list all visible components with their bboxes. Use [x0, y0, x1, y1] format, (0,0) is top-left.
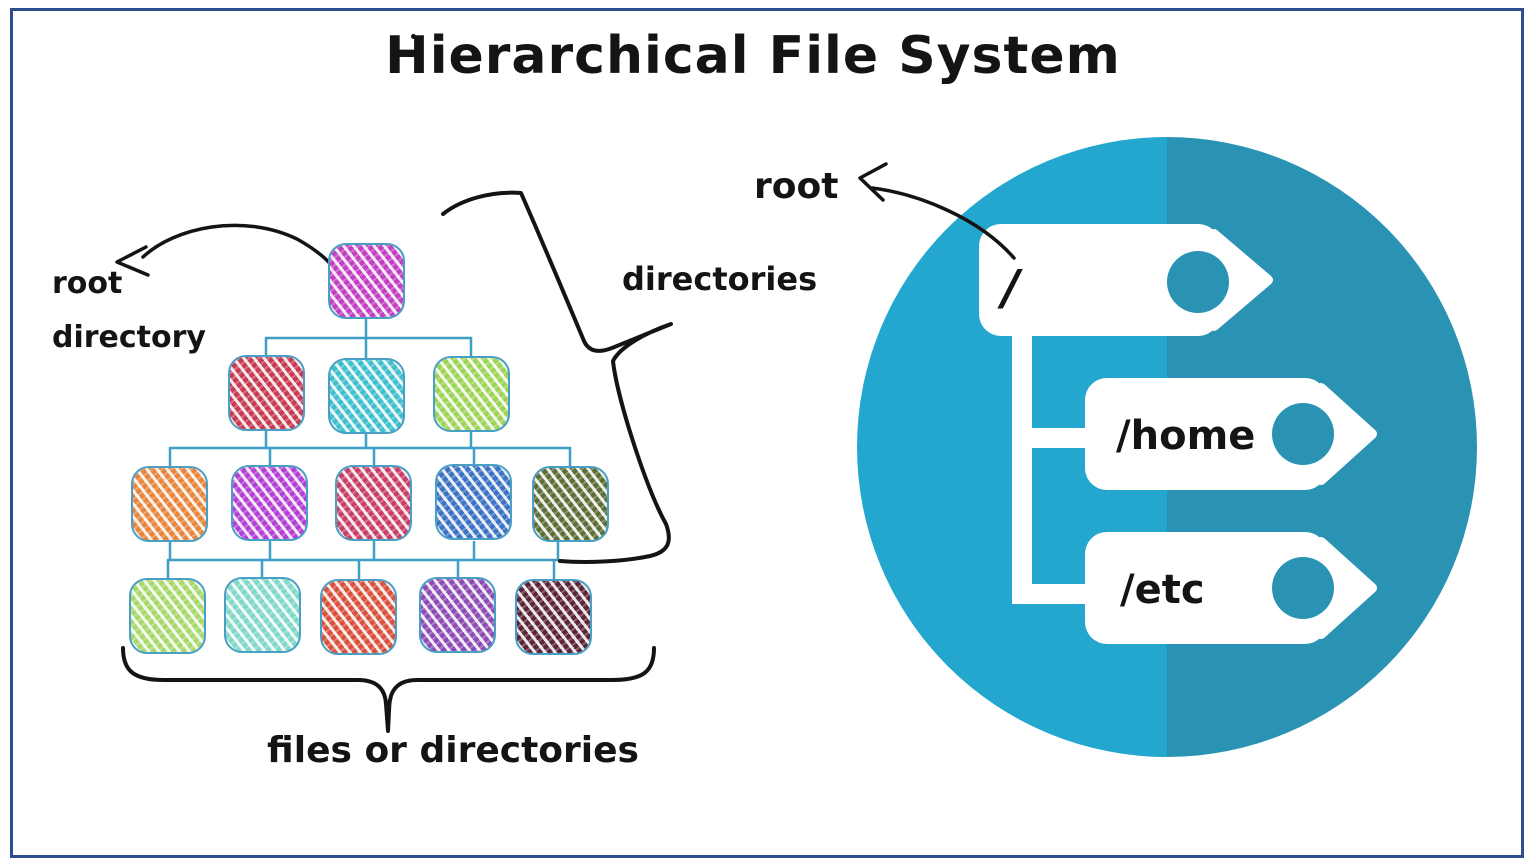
files-or-directories-label: files or directories	[267, 730, 639, 771]
root-directory-label-line1: root	[52, 266, 123, 301]
tag-root: /	[979, 224, 1273, 336]
tree-node-l4-2	[224, 577, 301, 653]
tag-etc-label: /etc	[1120, 567, 1205, 613]
tree-node-l3-3	[335, 465, 412, 541]
root-label-right: root	[754, 166, 839, 207]
root-directory-label-line2: directory	[52, 320, 206, 355]
tree-node-l2-2	[328, 358, 405, 434]
root-arrow-right-shaft	[870, 186, 1016, 260]
files-brace	[121, 646, 656, 733]
tree-node-l3-5	[532, 466, 609, 542]
tree-node-l4-5	[515, 579, 592, 655]
root-directory-arrowhead	[115, 245, 150, 277]
directories-label: directories	[622, 260, 818, 298]
root-directory-arrow-shaft	[141, 223, 335, 269]
root-directory-arrow	[115, 223, 335, 277]
tag-root-label: /	[997, 260, 1023, 316]
tag-etc: /etc	[1085, 532, 1377, 644]
tag-root-hole	[1167, 251, 1229, 313]
tag-home-hole	[1272, 403, 1334, 465]
tree-node-l3-1	[131, 466, 208, 542]
stray-dot-mark	[411, 34, 416, 39]
tag-home-body	[1085, 378, 1327, 490]
tree-node-l2-3	[433, 356, 510, 432]
tree-node-root	[328, 243, 405, 319]
tag-root-body	[979, 224, 1220, 336]
tree-node-l4-1	[129, 578, 206, 654]
tag-etc-hole	[1272, 557, 1334, 619]
page-title: Hierarchical File System	[385, 26, 1121, 86]
tag-branch-home	[1012, 428, 1087, 448]
tree-node-l4-3	[320, 579, 397, 655]
tree-drops-level2	[168, 425, 572, 469]
tag-home: /home	[1085, 378, 1377, 490]
tag-etc-body	[1085, 532, 1327, 644]
root-arrow-right	[858, 162, 1016, 260]
tag-branch-etc	[1012, 584, 1087, 604]
tag-trunk-line	[1012, 330, 1032, 604]
tree-node-l3-2	[231, 465, 308, 541]
directories-brace	[441, 190, 673, 564]
tag-home-label: /home	[1116, 413, 1255, 459]
filesystem-circle-graphic: / /home /etc	[857, 137, 1477, 757]
root-arrow-right-head	[858, 162, 888, 202]
tree-node-l4-4	[419, 577, 496, 653]
tree-drops-level1	[264, 316, 473, 362]
tree-node-l2-1	[228, 355, 305, 431]
tree-node-l3-4	[435, 464, 512, 540]
tree-connectors	[166, 316, 572, 582]
tree-drops-level3	[166, 539, 560, 582]
